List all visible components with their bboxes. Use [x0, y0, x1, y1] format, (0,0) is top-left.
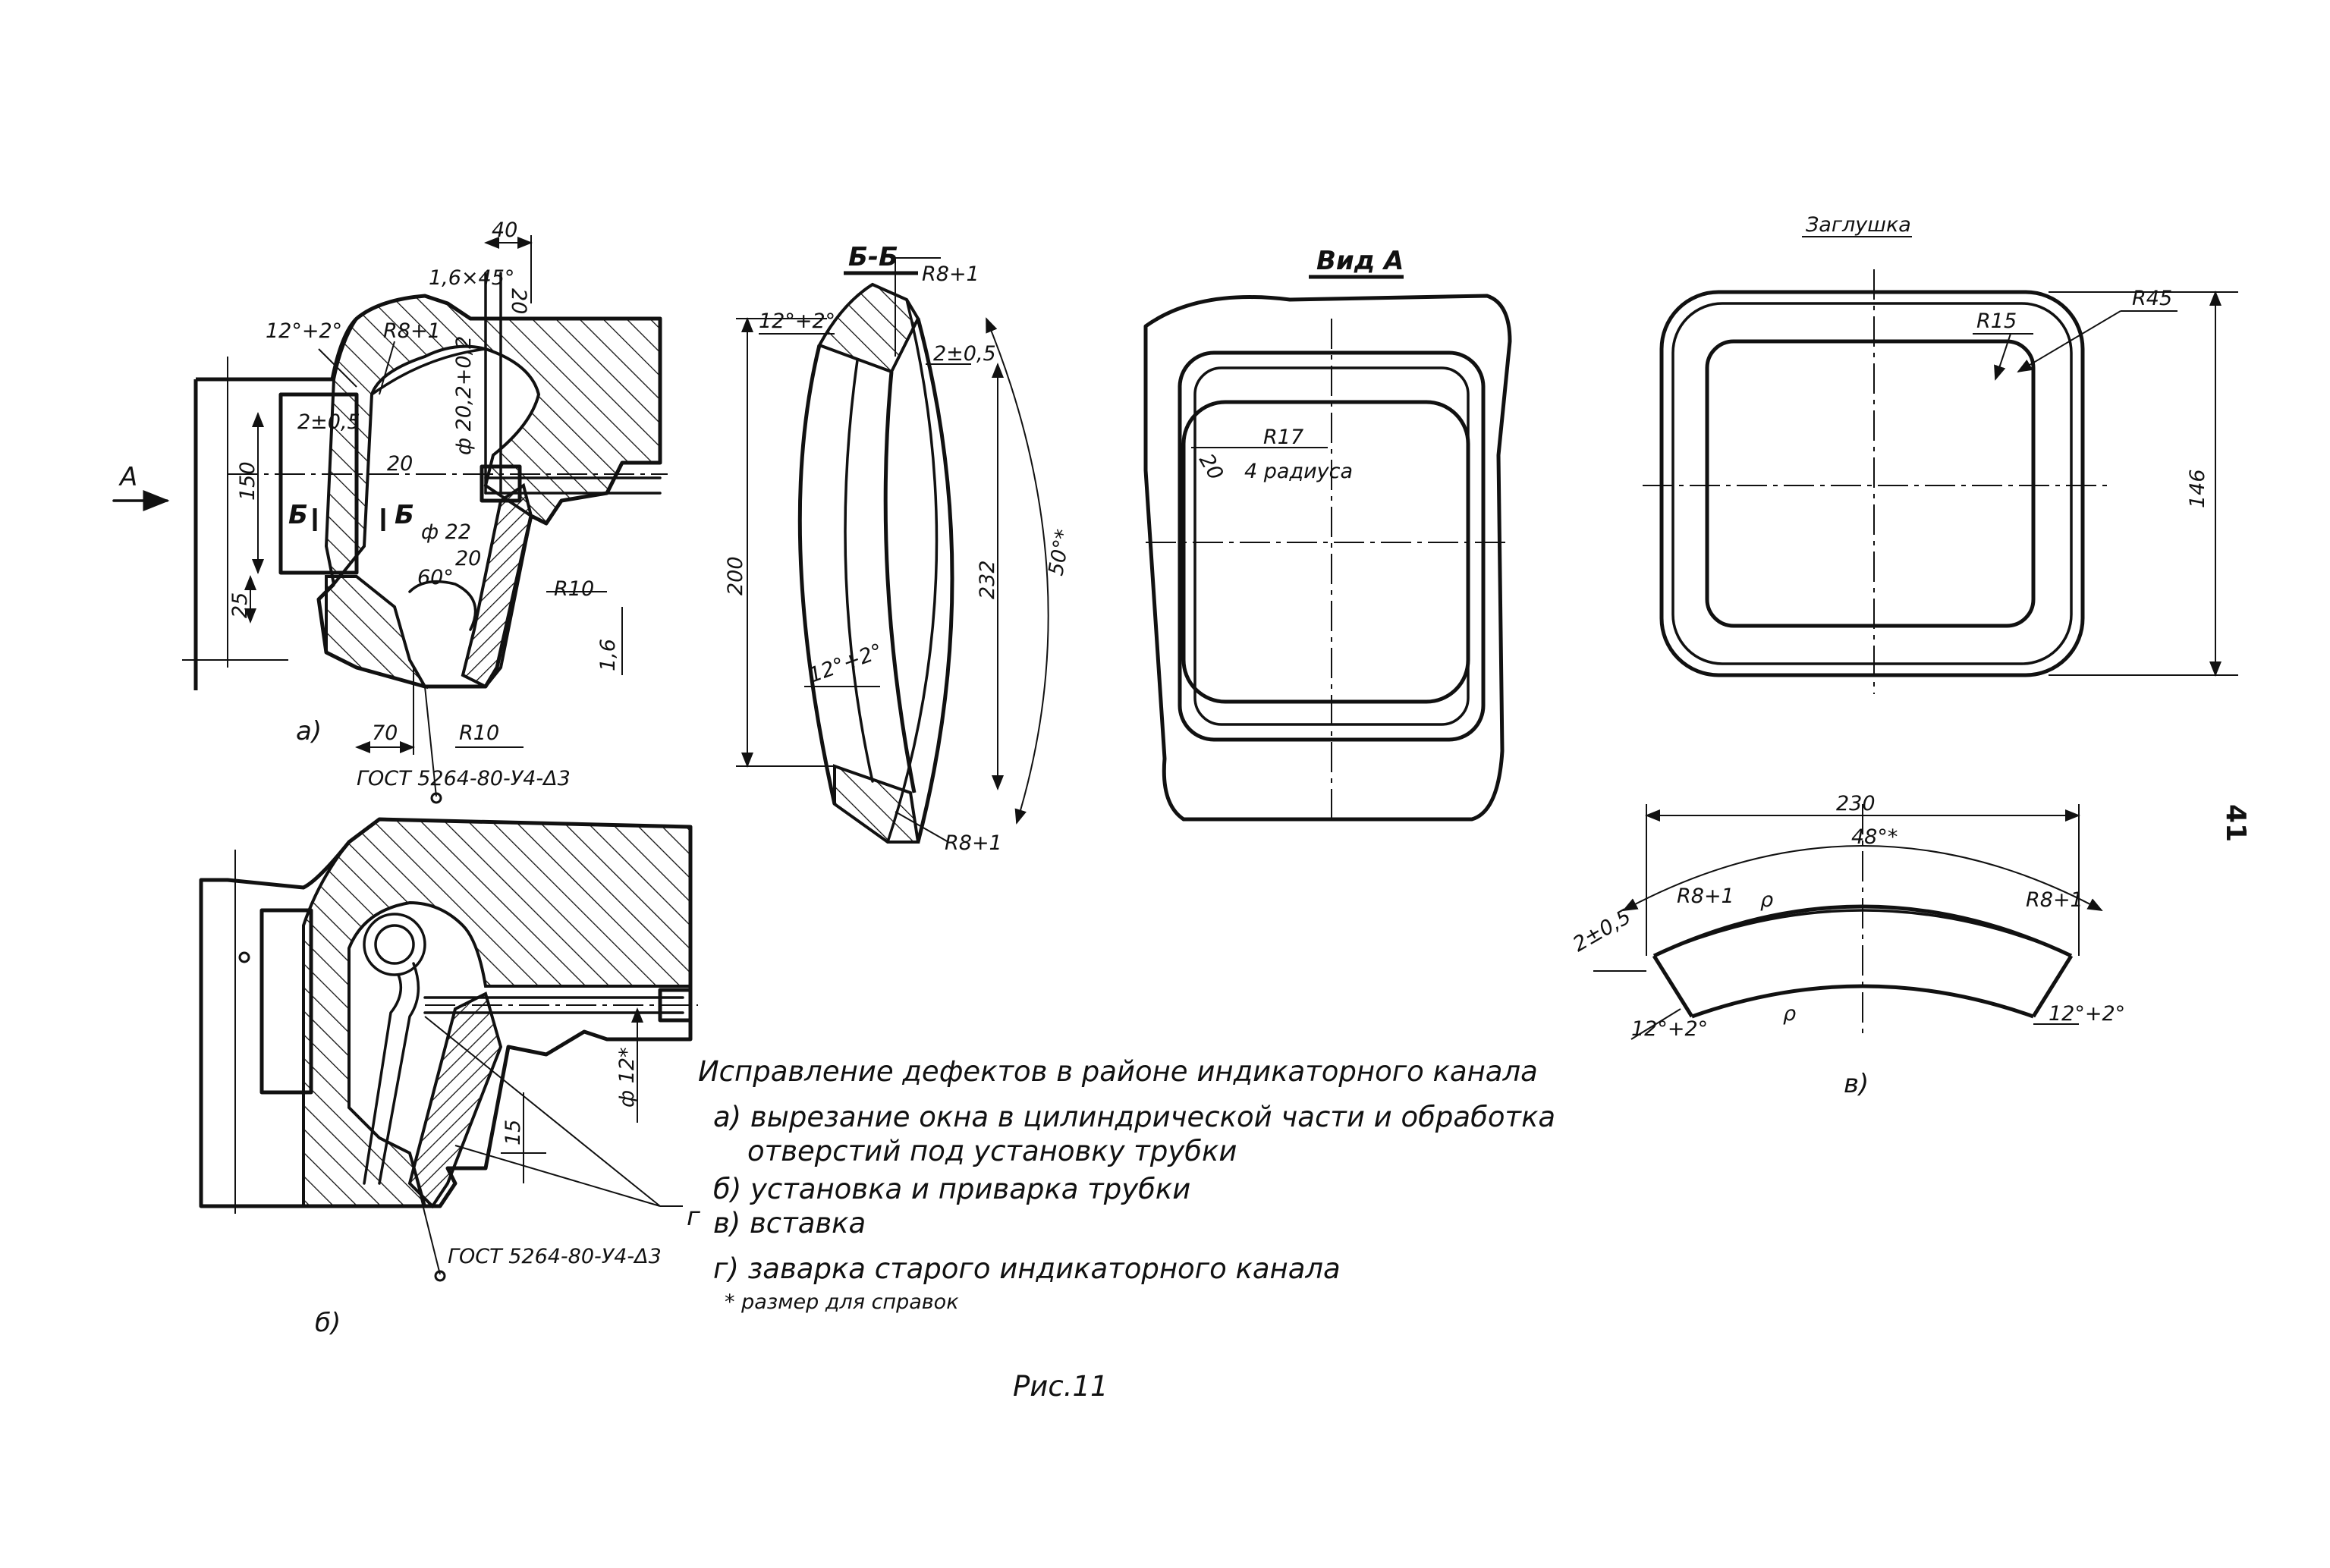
bb-gap: 2±0,5 [933, 342, 996, 366]
caption-block: Исправление дефектов в районе индикаторн… [698, 1055, 1555, 1403]
caption-item-b: б) установка и приварка трубки [713, 1173, 1190, 1205]
dim-22: ф 22 [421, 520, 471, 544]
vid-a-r17-note: 4 радиуса [1244, 460, 1353, 483]
plug-view: Заглушка R15 R45 146 [1643, 213, 2238, 694]
insert-angle-right: 12°+2° [2049, 1002, 2125, 1026]
section-mark-right: Б [395, 500, 414, 530]
vid-a-title: Вид А [1316, 246, 1404, 276]
plug-title: Заглушка [1806, 213, 1911, 237]
section-b-b: Б-Б 12°+2° R8+1 2±0,5 200 232 50°* 12°+2… [724, 242, 1076, 855]
insert-w230: 230 [1836, 792, 1876, 815]
dim-angle: 12°+2° [266, 319, 342, 343]
dim-15: 15 [502, 1120, 525, 1145]
bb-angle-top: 12°+2° [759, 310, 835, 333]
insert-rho-bot: ρ [1783, 1002, 1796, 1026]
dim-20-top: 20 [507, 288, 530, 314]
view-b-section: ф 12* 15 г ГОСТ 5264-80-У4-Δ3 б) [199, 817, 701, 1338]
insert-a48: 48°* [1851, 825, 1898, 849]
view-vid-a: Вид А R17 4 радиуса 20 [1143, 246, 1512, 822]
dim-150: 150 [236, 461, 259, 501]
dim-r10-bot: R10 [459, 721, 499, 745]
section-mark-left: Б [288, 500, 308, 530]
dim-r8: R8+1 [383, 319, 441, 343]
gost-weld-b: ГОСТ 5264-80-У4-Δ3 [448, 1245, 662, 1268]
dim-20-low: 20 [455, 547, 481, 570]
dim-gap: 2±0,5 [297, 410, 360, 434]
bb-r8-top: R8+1 [922, 262, 979, 286]
bb-h200: 200 [724, 556, 747, 595]
insert-gap: 2±0,5 [1569, 905, 1635, 957]
dim-60: 60° [417, 566, 454, 589]
caption-title: Исправление дефектов в районе индикаторн… [698, 1055, 1538, 1088]
section-bb-title: Б-Б [848, 242, 898, 272]
caption-note: * размер для справок [725, 1290, 959, 1314]
vid-a-d20: 20 [1194, 450, 1228, 484]
bb-h232: 232 [976, 560, 999, 599]
insert-angle-left: 12°+2° [1631, 1017, 1708, 1041]
figure-caption: Рис.11 [1013, 1370, 1108, 1403]
bb-r8-bot: R8+1 [945, 831, 1002, 855]
bb-angle-bot: 12°+2° [806, 639, 886, 688]
dim-20-mid: 20 [387, 452, 413, 476]
mark-g: г [687, 1202, 701, 1232]
caption-item-a: а) вырезание окна в цилиндрической части… [713, 1101, 1555, 1133]
insert-v-view: 230 48°* R8+1 R8+1 2±0,5 12°+2° 12°+2° ρ… [1569, 792, 2125, 1099]
dim-bore: ф 20,2+0,2 [452, 336, 476, 455]
dim-25: 25 [228, 592, 252, 618]
insert-r8-left: R8+1 [1677, 885, 1734, 908]
plug-r45: R45 [2132, 287, 2172, 310]
caption-item-g: г) заварка старого индикаторного канала [713, 1252, 1341, 1285]
dim-70: 70 [372, 721, 398, 745]
bb-a50: 50°* [1044, 527, 1075, 577]
insert-rho-top: ρ [1760, 888, 1773, 912]
dim-1-6: 1,6 [596, 639, 620, 671]
plug-r15: R15 [1976, 310, 2017, 333]
gost-weld-a: ГОСТ 5264-80-У4-Δ3 [357, 767, 571, 790]
dim-40: 40 [492, 218, 517, 242]
sub-label-b: б) [315, 1308, 341, 1338]
plug-h146: 146 [2186, 469, 2209, 508]
view-arrow-label: А [118, 462, 137, 492]
sub-label-a: а) [296, 716, 322, 746]
dim-r10-top: R10 [554, 577, 594, 601]
caption-item-a-cont: отверстий под установку трубки [747, 1135, 1237, 1167]
caption-item-v: в) вставка [713, 1207, 866, 1240]
sub-label-v: в) [1844, 1069, 1869, 1099]
dim-chamfer: 1,6×45° [429, 266, 514, 290]
view-a-section: А Б Б 40 1,6×45° 20 12°+2° R8+1 2±0,5 ф … [112, 218, 668, 804]
vid-a-r17: R17 [1263, 426, 1303, 449]
dim-12: ф 12* [615, 1047, 639, 1108]
page-number: 41 [2220, 804, 2251, 842]
insert-r8-right: R8+1 [2026, 888, 2083, 912]
